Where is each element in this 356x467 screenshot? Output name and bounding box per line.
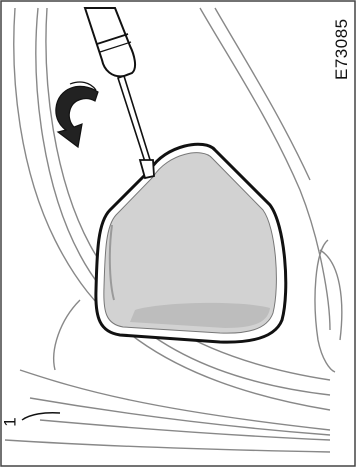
figure-code: E73085 — [332, 18, 352, 80]
callout-number: 1 — [1, 417, 21, 426]
